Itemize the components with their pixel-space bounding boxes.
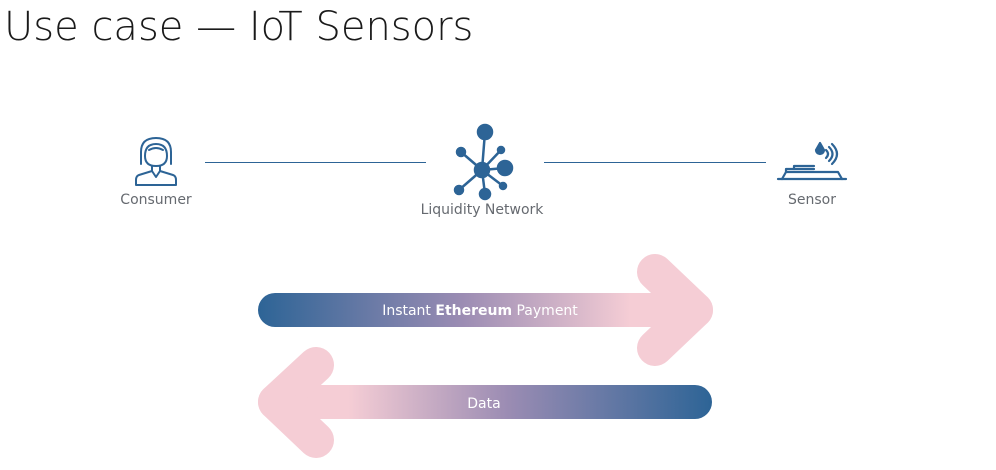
data-arrow-label: Data bbox=[467, 396, 500, 412]
connector-consumer-network bbox=[205, 162, 426, 163]
payment-label-bold: Ethereum bbox=[435, 303, 512, 319]
node-liquidity-network: Liquidity Network bbox=[382, 122, 582, 218]
node-consumer: Consumer bbox=[56, 122, 256, 208]
payment-label-prefix: Instant bbox=[382, 303, 435, 319]
network-hub-icon bbox=[453, 123, 514, 201]
data-arrow: Data bbox=[258, 347, 712, 458]
connector-network-sensor bbox=[544, 162, 766, 163]
payment-arrow-label: Instant Ethereum Payment bbox=[382, 303, 578, 319]
payment-arrow: Instant Ethereum Payment bbox=[258, 254, 713, 366]
sensor-label: Sensor bbox=[788, 192, 836, 208]
node-sensor: Sensor bbox=[712, 122, 912, 208]
person-icon bbox=[135, 137, 177, 186]
liquidity-network-label: Liquidity Network bbox=[420, 202, 544, 218]
wireless-sensor-icon bbox=[776, 141, 848, 181]
consumer-label: Consumer bbox=[120, 192, 192, 208]
page-title: Use case — IoT Sensors bbox=[4, 4, 474, 50]
payment-label-suffix: Payment bbox=[512, 303, 578, 319]
